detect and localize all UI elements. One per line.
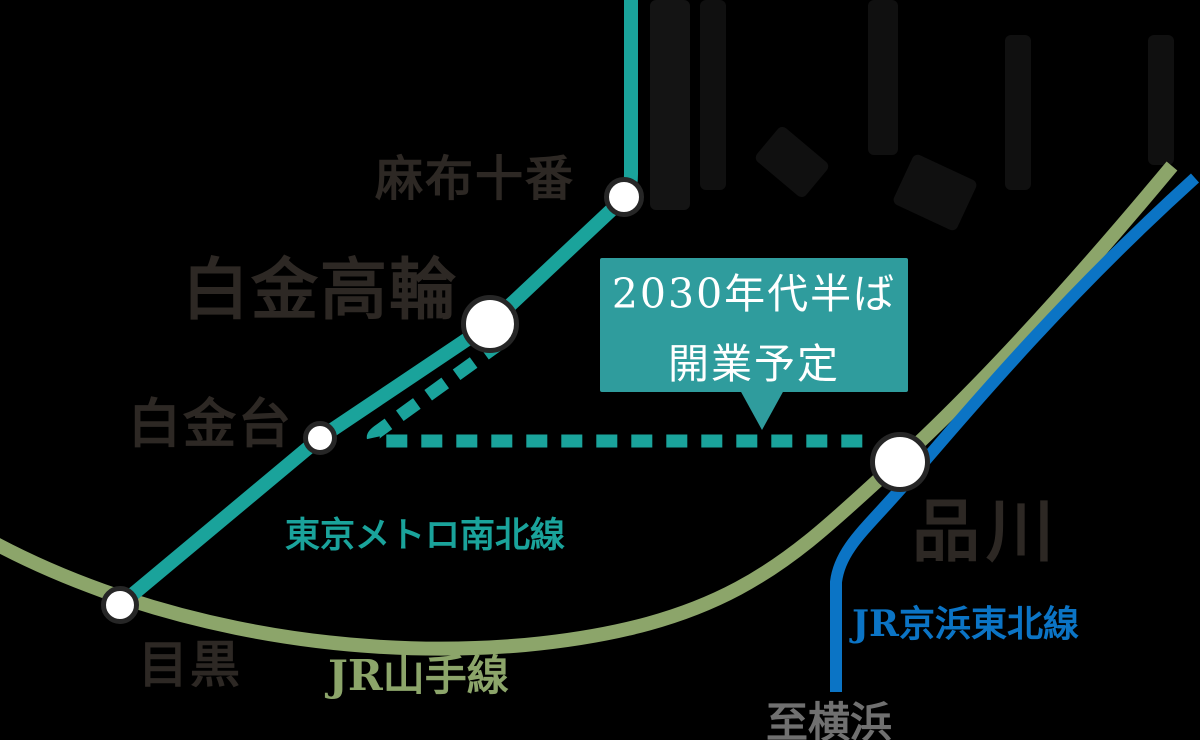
yamanote-line [0, 161, 1178, 656]
line-label-keihin-tohoku: JR京浜東北線 [852, 603, 1079, 645]
callout-text-line2: 開業予定 [668, 340, 840, 388]
station-label-shinagawa: 品川 [912, 492, 1061, 572]
station-label-meguro: 目黒 [138, 635, 242, 694]
callout-text-line1: 2030年代半ば [611, 270, 897, 318]
line-label-namboku: 東京メトロ南北線 [285, 515, 566, 556]
station-dot-azabu-juban [604, 177, 644, 217]
station-label-azabu-juban: 麻布十番 [375, 151, 576, 207]
station-dot-shinagawa [870, 432, 930, 492]
artwork-shape [700, 0, 726, 190]
direction-label-yokohama: 至横浜 [766, 698, 893, 740]
station-dot-meguro [101, 586, 139, 624]
artwork-shape [650, 0, 690, 210]
station-label-shirokanedai: 白金台 [128, 393, 293, 455]
station-dot-shirokanedai [303, 421, 337, 455]
keihin-tohoku-line [830, 173, 1200, 692]
callout-pointer [740, 390, 784, 430]
callout-bubble: 2030年代半ば 開業予定 [600, 258, 908, 392]
station-dot-shirokane-takanawa [461, 295, 519, 353]
artwork-shape [1005, 35, 1031, 190]
station-label-shirokane-takanawa: 白金高輪 [182, 250, 458, 329]
artwork-shape [1148, 35, 1174, 165]
namboku-branch-dashed-line [366, 336, 864, 448]
line-label-yamanote: JR山手線 [328, 651, 509, 700]
artwork-shape [868, 0, 898, 155]
